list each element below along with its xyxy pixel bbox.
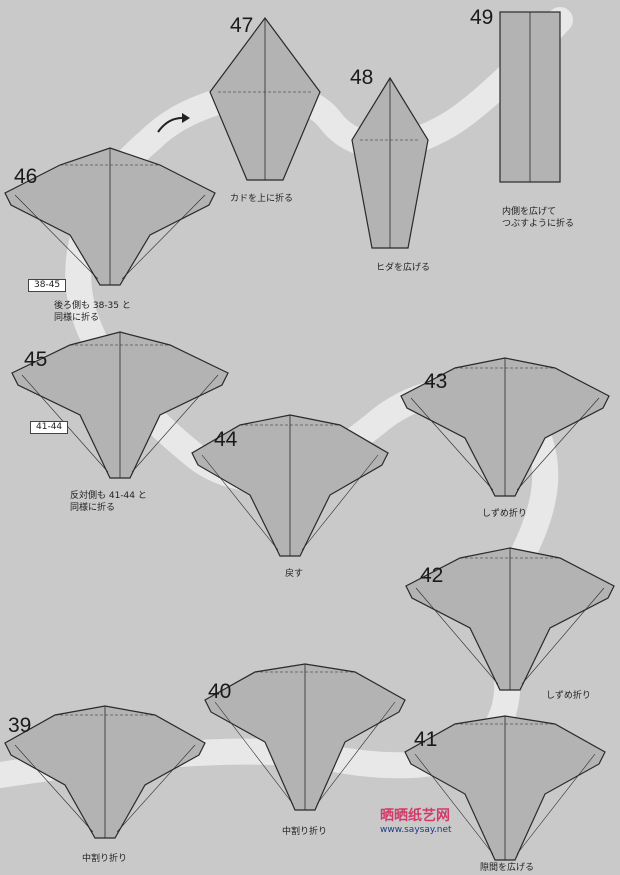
step-caption: しずめ折り [482,509,527,519]
reference-box: 41-44 [30,421,69,434]
watermark-logo: 晒晒纸艺网 [380,808,450,824]
step-caption: しずめ折り [546,691,591,701]
crease-line [121,194,206,280]
curved-arrow-icon [157,117,183,133]
crease-line [316,701,396,805]
step-caption: 中割り折り [82,854,128,864]
step-number: 41 [414,728,438,751]
step-number: 43 [424,370,448,393]
crease-line [516,753,596,855]
crease-line [410,397,494,491]
step-caption: 戻す [285,569,304,579]
watermark-url: www.saysay.net [380,825,452,835]
crease-line [116,744,196,833]
step-caption: 内側を広げて つぶすように折る [502,207,575,229]
crease-line [201,454,279,551]
crease-line [14,194,99,280]
crease-line [131,374,219,473]
step-number: 40 [208,680,232,703]
step-number: 49 [470,6,494,29]
crease-line [415,587,499,685]
step-number: 47 [230,14,254,37]
step-number: 39 [8,714,32,737]
crease-line [516,397,600,491]
step-number: 48 [350,66,374,89]
crease-line [301,454,379,551]
crease-line [14,744,94,833]
step-caption: ヒダを広げる [376,263,431,273]
crease-line [214,701,294,805]
arrowhead-icon [182,113,190,123]
origami-models [4,11,615,861]
step-number: 45 [24,348,48,371]
step-caption: 反対側も 41-44 と 同様に折る [70,491,147,513]
reference-box: 38-45 [28,279,67,292]
step-number: 42 [420,564,444,587]
step-caption: カドを上に折る [230,194,294,204]
crease-line [414,753,494,855]
step-number: 46 [14,165,38,188]
step-caption: 後ろ側も 38-35 と 同様に折る [54,301,131,323]
step-caption: 中割り折り [282,827,328,837]
step-number: 44 [214,428,238,451]
crease-line [521,587,605,685]
step-caption: 隙間を広げる [480,863,535,873]
